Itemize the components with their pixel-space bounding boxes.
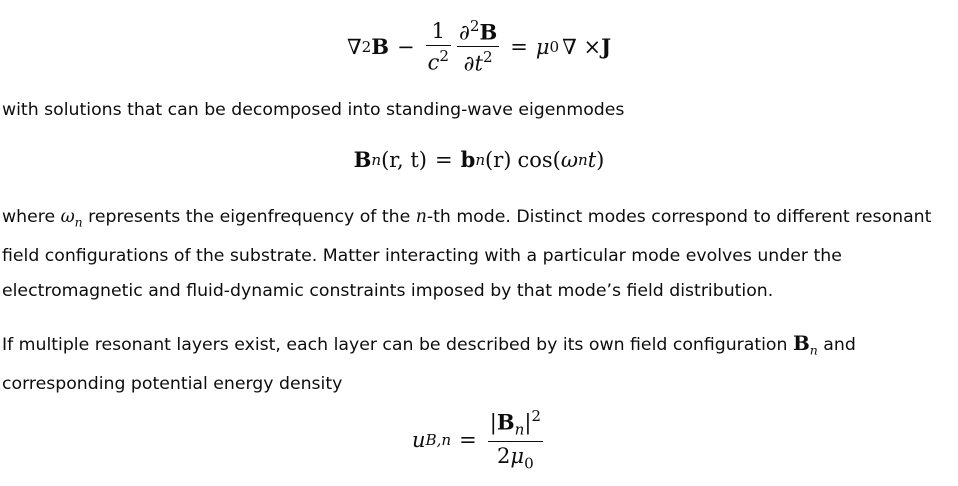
c-exponent: 2	[439, 47, 450, 66]
text-segment: represents the eigenfrequency of the	[82, 207, 416, 227]
fraction-bar	[457, 46, 500, 48]
mode-index: n	[514, 420, 525, 439]
fraction-numerator: 1	[431, 19, 445, 44]
speed-of-light-c: c	[427, 50, 440, 75]
text-segment: and	[817, 335, 856, 355]
squared-exponent: 2	[531, 407, 542, 425]
fraction-bar	[487, 440, 544, 442]
mu-subscript: 0	[524, 454, 534, 473]
paragraph-line: where ωn represents the eigenfrequency o…	[2, 200, 956, 239]
text-segment: where	[2, 207, 61, 227]
paragraph-eigenfrequency: where ωn represents the eigenfrequency o…	[2, 200, 956, 309]
energy-density-subscript: B,n	[425, 431, 452, 450]
arguments: (r, t)	[381, 147, 428, 172]
paragraph-resonant-layers: If multiple resonant layers exist, each …	[2, 326, 956, 402]
paragraph-solutions: with solutions that can be decomposed in…	[2, 93, 956, 128]
paragraph-line: corresponding potential energy density	[2, 374, 343, 395]
mode-index: n	[809, 342, 818, 358]
field-B-numerator: B	[479, 19, 498, 45]
close-paren: )	[596, 147, 605, 172]
field-B: B	[371, 34, 390, 60]
mode-index: n	[415, 207, 427, 227]
fraction-bar	[425, 45, 452, 47]
omega-index: n	[74, 214, 83, 230]
partial-exponent: 2	[469, 17, 480, 35]
equals-sign: =	[459, 428, 477, 453]
abs-open: |	[489, 410, 497, 435]
nabla-exponent: 2	[361, 37, 372, 56]
field-B: B	[353, 147, 372, 172]
time-t: t	[587, 147, 597, 172]
paragraph-line: If multiple resonant layers exist, each …	[2, 326, 956, 367]
mu-subscript: 0	[549, 37, 560, 56]
energy-density-u: u	[411, 428, 426, 453]
abs-close: |	[524, 410, 532, 435]
current-density-J: J	[601, 34, 612, 60]
equals-sign: =	[435, 147, 453, 172]
partial-symbol-denominator: ∂	[463, 51, 475, 76]
fraction-one-over-c-squared: 1 c2	[425, 19, 452, 75]
factor-two: 2	[497, 443, 511, 468]
paragraph-line: field configurations of the substrate. M…	[2, 246, 842, 267]
omega-index: n	[577, 150, 588, 169]
minus-sign: −	[397, 34, 415, 59]
omega-symbol: ω	[560, 147, 578, 172]
field-B: B	[792, 331, 810, 355]
position-argument: (r)	[485, 147, 512, 172]
fraction-second-time-derivative: ∂2B ∂t2	[457, 17, 500, 76]
text-segment: -th mode. Distinct modes correspond to d…	[426, 207, 932, 227]
t-exponent: 2	[482, 48, 493, 67]
mode-shape-b: b	[460, 147, 476, 172]
field-B: B	[496, 409, 515, 435]
mu-symbol: μ	[510, 443, 525, 468]
time-t: t	[474, 51, 483, 76]
mu-symbol: μ	[535, 34, 550, 59]
curl-operator: ∇ ×	[562, 34, 602, 59]
text-segment: If multiple resonant layers exist, each …	[2, 335, 793, 355]
equals-sign: =	[510, 34, 528, 59]
omega-symbol: ω	[60, 207, 75, 227]
cosine-function: cos(	[517, 147, 561, 172]
mode-index: n	[371, 150, 382, 169]
partial-symbol: ∂	[459, 20, 470, 45]
paragraph-line: with solutions that can be decomposed in…	[2, 100, 625, 120]
nabla-symbol: ∇	[346, 34, 362, 59]
paragraph-line: electromagnetic and fluid-dynamic constr…	[2, 281, 774, 302]
mode-index: n	[475, 150, 486, 169]
fraction-energy-density: |Bn|2 2μ0	[487, 407, 544, 473]
